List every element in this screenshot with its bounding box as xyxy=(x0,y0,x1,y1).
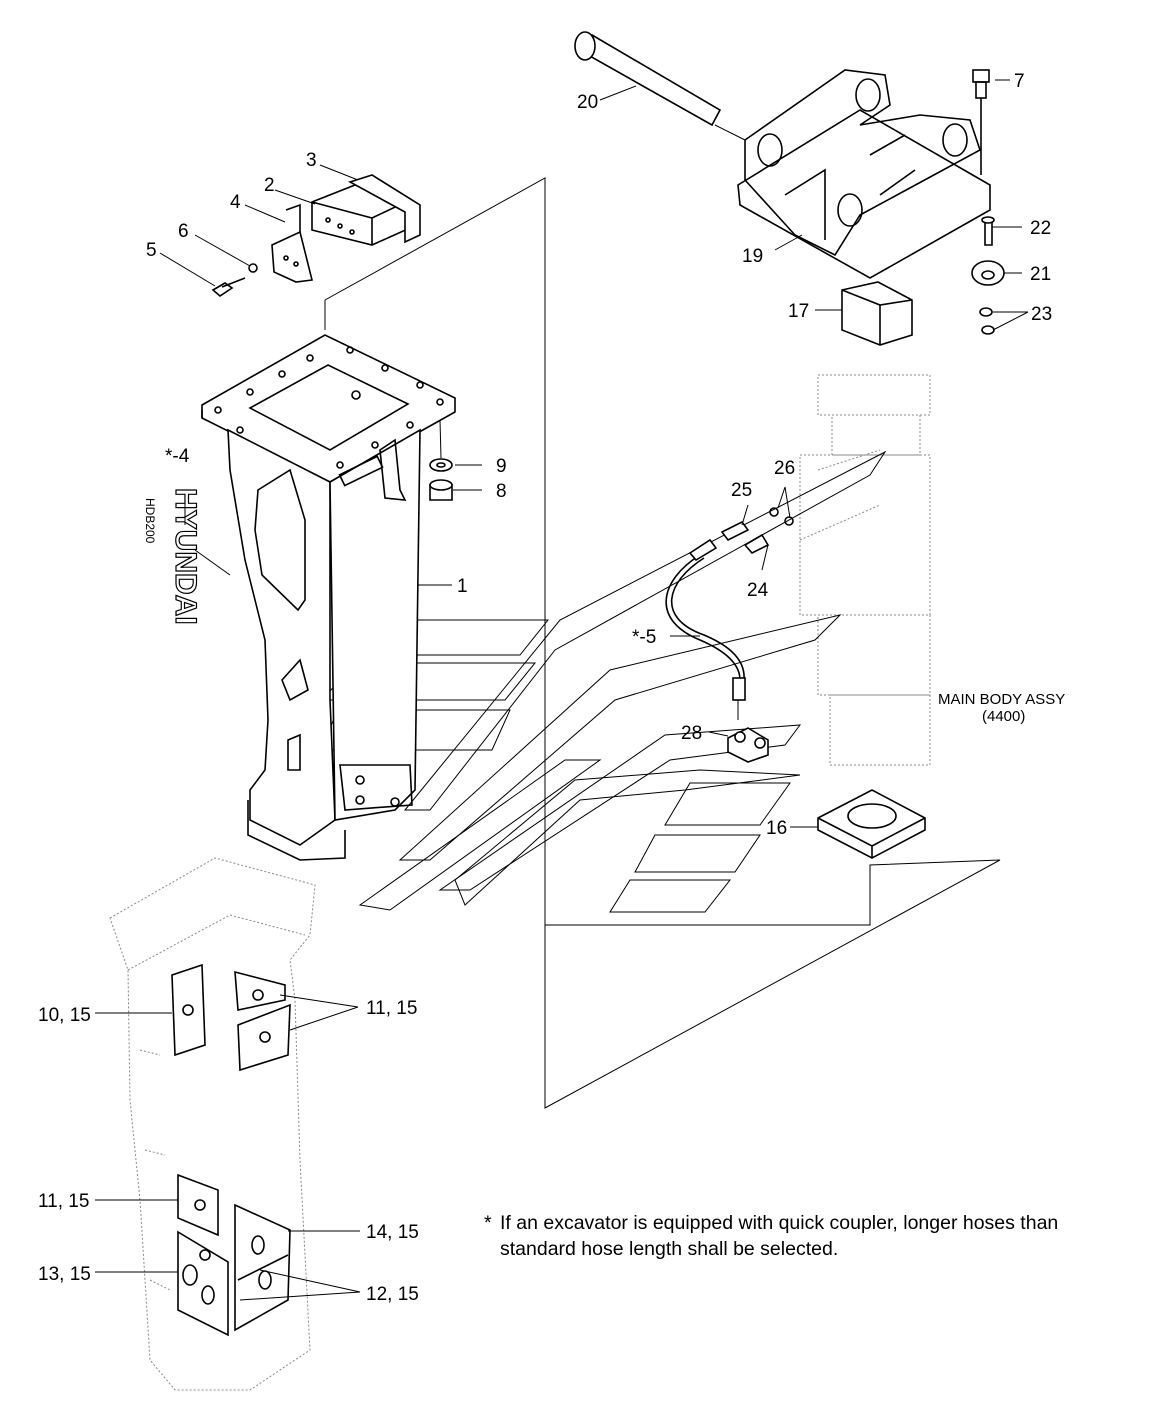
callout-9: 9 xyxy=(496,456,507,477)
decal-model: HDB200 xyxy=(143,498,157,544)
callout-21: 21 xyxy=(1030,264,1051,285)
main-body-code: (4400) xyxy=(982,708,1025,725)
callout-24: 24 xyxy=(747,580,769,601)
footnote: * If an excavator is equipped with quick … xyxy=(484,1210,1164,1262)
wear-plates-group xyxy=(211,174,421,298)
square-plate-part-16 xyxy=(817,789,926,859)
callout-19: 19 xyxy=(742,246,763,267)
callout-13-15: 13, 15 xyxy=(38,1264,91,1285)
callout-12-15: 12, 15 xyxy=(366,1284,419,1305)
callout-26: 26 xyxy=(774,458,795,479)
nuts-part-23 xyxy=(979,307,995,335)
callout-5: 5 xyxy=(146,240,157,261)
callout-3: 3 xyxy=(306,150,317,171)
callout-25: 25 xyxy=(731,480,752,501)
callout-17: 17 xyxy=(788,301,809,322)
callout-20: 20 xyxy=(577,92,598,113)
footnote-marker: * xyxy=(484,1212,492,1234)
callout-14-15: 14, 15 xyxy=(366,1222,419,1243)
hyundai-decal: HYUNDAI HDB200 xyxy=(143,487,203,625)
callout-22: 22 xyxy=(1030,218,1051,239)
callout-11-15-top: 11, 15 xyxy=(366,998,417,1019)
callout-23: 23 xyxy=(1031,304,1052,325)
callout-4: 4 xyxy=(230,192,241,213)
callout-1: 1 xyxy=(457,576,468,597)
side-wear-plates xyxy=(171,963,291,1337)
callout-7: 7 xyxy=(1014,71,1025,92)
rubber-pad-part-17 xyxy=(841,281,913,346)
callout-8: 8 xyxy=(496,481,507,502)
hose-group xyxy=(665,507,794,763)
main-body-ghost xyxy=(799,374,931,766)
callout-2: 2 xyxy=(264,175,275,196)
top-bracket-group xyxy=(574,31,1005,346)
callout-6: 6 xyxy=(178,221,189,242)
main-frame-part-1 xyxy=(201,334,456,861)
bolt-part-22 xyxy=(981,216,995,246)
footnote-line-1: If an excavator is equipped with quick c… xyxy=(500,1212,1059,1234)
leader-lines xyxy=(95,79,1029,1301)
callout-star-5: *-5 xyxy=(632,627,656,648)
bolt-part-7 xyxy=(972,69,990,175)
callout-16: 16 xyxy=(766,818,787,839)
footnote-line-2: standard hose length shall be selected. xyxy=(500,1238,839,1260)
coupler-bracket-part-19 xyxy=(737,69,991,279)
callout-star-4: *-4 xyxy=(165,446,190,467)
perspective-frame xyxy=(324,177,1001,1109)
callout-28: 28 xyxy=(681,723,702,744)
bracket-ghost xyxy=(109,857,316,1391)
callout-11-15-bottom: 11, 15 xyxy=(38,1191,89,1212)
collar-part-21 xyxy=(971,260,1005,286)
main-body-title: MAIN BODY ASSY xyxy=(938,691,1065,708)
pin-part-20 xyxy=(574,31,722,127)
callout-labels: 1 2 3 4 5 6 7 8 9 16 17 19 20 21 22 23 2… xyxy=(38,71,1065,1305)
nut-washer-group xyxy=(429,458,453,501)
callout-10-15: 10, 15 xyxy=(38,1005,91,1026)
frame-bolt-holes xyxy=(214,346,444,469)
